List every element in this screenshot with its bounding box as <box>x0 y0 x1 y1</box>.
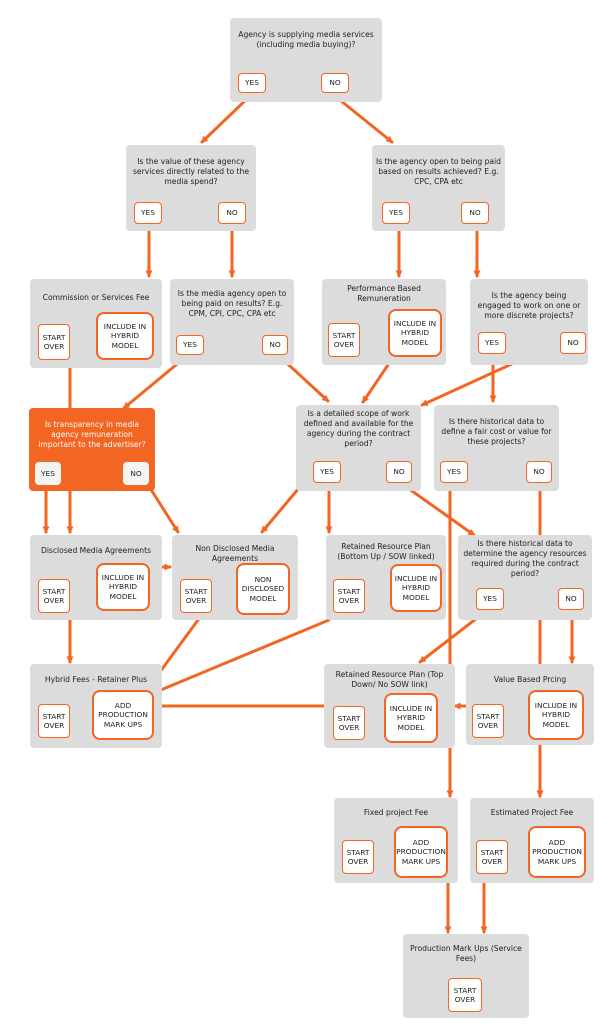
start-over-button[interactable]: START OVER <box>333 706 365 740</box>
outcome-title: Value Based Prcing <box>493 675 567 684</box>
outcome-title: Fixed project Fee <box>363 808 429 817</box>
start-over-button[interactable]: START OVER <box>38 579 70 613</box>
outcome-fixed-project: Fixed project Fee START OVER ADD PRODUCT… <box>334 798 458 883</box>
outcome-commission-fee: Commission or Services Fee START OVER IN… <box>30 279 162 368</box>
outcome-production-markups: Production Mark Ups (Service Fees) START… <box>403 934 529 1018</box>
start-over-button[interactable]: START OVER <box>472 704 504 738</box>
no-button[interactable]: NO <box>526 461 552 483</box>
start-over-button[interactable]: START OVER <box>333 579 365 613</box>
question-value-related: Is the value of these agency services di… <box>126 145 256 231</box>
no-button[interactable]: NO <box>218 202 246 224</box>
yes-button[interactable]: YES <box>313 461 341 483</box>
outcome-non-disclosed-agreements: Non Disclosed Media Agreements START OVE… <box>172 535 298 620</box>
outcome-value-based: Value Based Prcing START OVER INCLUDE IN… <box>466 664 594 745</box>
no-button[interactable]: NO <box>321 73 349 93</box>
start-over-button[interactable]: START OVER <box>38 704 70 738</box>
include-hybrid-button[interactable]: INCLUDE IN HYBRID MODEL <box>390 564 442 612</box>
yes-button[interactable]: YES <box>382 202 410 224</box>
question-text: Is the agency being engaged to work on o… <box>477 291 581 320</box>
question-historical-resources: Is there historical data to determine th… <box>458 535 592 620</box>
outcome-title: Performance Based Remuneration <box>347 284 421 303</box>
question-text: Agency is supplying media services (incl… <box>238 30 374 49</box>
question-text: Is there historical data to define a fai… <box>441 417 552 446</box>
yes-button[interactable]: YES <box>35 462 61 485</box>
outcome-retained-bottom-up: Retained Resource Plan (Bottom Up / SOW … <box>326 535 446 620</box>
question-text: Is transparency in media agency remunera… <box>38 420 146 449</box>
add-production-button[interactable]: ADD PRODUCTION MARK UPS <box>394 826 448 878</box>
start-over-button[interactable]: START OVER <box>476 840 508 874</box>
start-over-button[interactable]: START OVER <box>328 323 360 357</box>
include-hybrid-button[interactable]: INCLUDE IN HYBRID MODEL <box>384 693 438 743</box>
outcome-title: Retained Resource Plan (Top Down/ No SOW… <box>335 670 444 689</box>
question-media-open-results: Is the media agency open to being paid o… <box>170 279 294 365</box>
question-text: Is there historical data to determine th… <box>463 539 587 578</box>
question-historical-cost: Is there historical data to define a fai… <box>434 405 559 491</box>
yes-button[interactable]: YES <box>440 461 468 483</box>
include-hybrid-button[interactable]: INCLUDE IN HYBRID MODEL <box>528 690 584 740</box>
question-scope-of-work: Is a detailed scope of work defined and … <box>296 405 421 491</box>
question-supplying-media: Agency is supplying media services (incl… <box>230 18 382 102</box>
no-button[interactable]: NO <box>123 462 149 485</box>
outcome-title: Commission or Services Fee <box>42 293 150 302</box>
question-open-results: Is the agency open to being paid based o… <box>372 145 505 231</box>
yes-button[interactable]: YES <box>476 588 504 610</box>
start-over-button[interactable]: START OVER <box>38 324 70 360</box>
outcome-title: Retained Resource Plan (Bottom Up / SOW … <box>337 542 435 561</box>
question-text: Is the value of these agency services di… <box>132 157 250 186</box>
start-over-button[interactable]: START OVER <box>448 978 482 1012</box>
no-button[interactable]: NO <box>461 202 489 224</box>
no-button[interactable]: NO <box>386 461 412 483</box>
outcome-title: Disclosed Media Agreements <box>40 546 152 555</box>
outcome-title: Non Disclosed Media Agreements <box>195 544 275 563</box>
arrow <box>200 94 252 144</box>
arrow <box>148 486 180 534</box>
yes-button[interactable]: YES <box>478 332 506 354</box>
non-disclosed-model-button[interactable]: NON DISCLOSED MODEL <box>236 563 290 615</box>
start-over-button[interactable]: START OVER <box>180 579 212 613</box>
arrow <box>333 94 394 144</box>
arrow <box>154 618 331 694</box>
include-hybrid-button[interactable]: INCLUDE IN HYBRID MODEL <box>96 312 154 360</box>
arrow <box>260 486 301 534</box>
no-button[interactable]: NO <box>560 332 586 354</box>
outcome-title: Estimated Project Fee <box>490 808 574 817</box>
start-over-button[interactable]: START OVER <box>342 840 374 874</box>
arrow <box>361 363 390 404</box>
no-button[interactable]: NO <box>262 335 288 355</box>
outcome-hybrid-retainer: Hybrid Fees - Retainer Plus START OVER A… <box>30 664 162 748</box>
question-transparency: Is transparency in media agency remunera… <box>29 408 155 491</box>
question-text: Is the media agency open to being paid o… <box>177 289 287 318</box>
yes-button[interactable]: YES <box>134 202 162 224</box>
outcome-estimated-project: Estimated Project Fee START OVER ADD PRO… <box>470 798 594 883</box>
question-text: Is the agency open to being paid based o… <box>376 157 501 186</box>
outcome-performance-remuneration: Performance Based Remuneration START OVE… <box>322 279 446 365</box>
include-hybrid-button[interactable]: INCLUDE IN HYBRID MODEL <box>388 309 442 357</box>
outcome-title: Hybrid Fees - Retainer Plus <box>44 675 148 684</box>
include-hybrid-button[interactable]: INCLUDE IN HYBRID MODEL <box>96 563 150 611</box>
question-text: Is a detailed scope of work defined and … <box>303 409 414 448</box>
outcome-title: Production Mark Ups (Service Fees) <box>410 944 522 963</box>
yes-button[interactable]: YES <box>238 73 266 93</box>
outcome-retained-top-down: Retained Resource Plan (Top Down/ No SOW… <box>324 664 455 748</box>
add-production-button[interactable]: ADD PRODUCTION MARK UPS <box>528 826 586 878</box>
add-production-button[interactable]: ADD PRODUCTION MARK UPS <box>92 690 154 740</box>
yes-button[interactable]: YES <box>176 335 204 355</box>
arrow <box>403 484 476 537</box>
question-discrete-projects: Is the agency being engaged to work on o… <box>470 279 588 365</box>
no-button[interactable]: NO <box>558 588 584 610</box>
outcome-disclosed-agreements: Disclosed Media Agreements START OVER IN… <box>30 535 162 620</box>
